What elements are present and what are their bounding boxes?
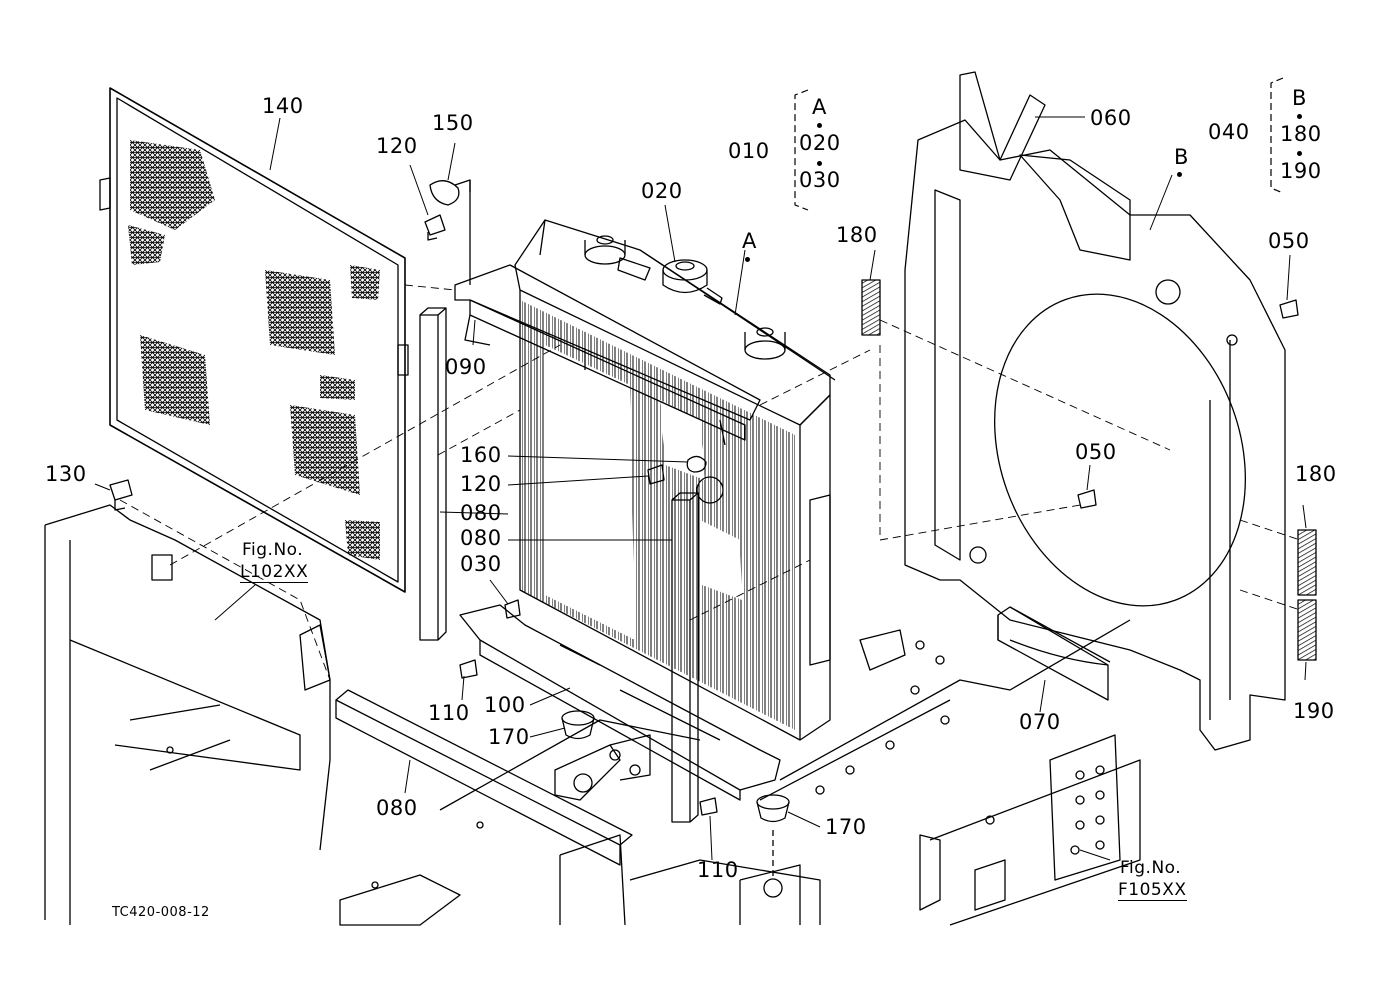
callout-120-top: 120 <box>376 134 418 158</box>
group-010-dot-1 <box>817 123 822 128</box>
callout-110-bottom: 110 <box>697 858 739 882</box>
callout-a-dot <box>745 257 750 262</box>
group-brackets <box>794 77 1284 211</box>
radiator-assembly <box>454 219 836 801</box>
alignment-lines <box>119 284 1301 681</box>
callout-080-b: 080 <box>460 526 502 550</box>
radiator-cap-020 <box>662 259 723 305</box>
fig-ref-l102xx-prefix: Fig.No. <box>242 540 304 560</box>
callout-170-right: 170 <box>825 815 867 839</box>
callout-030: 030 <box>460 552 502 576</box>
callout-050-right: 050 <box>1268 229 1310 253</box>
group-010-item-a: A <box>812 95 827 119</box>
small-hardware <box>109 179 790 880</box>
callout-b: B <box>1174 145 1189 169</box>
callout-080-a: 080 <box>460 501 502 525</box>
callout-100: 100 <box>484 693 526 717</box>
callout-a: A <box>742 229 757 253</box>
screen-panel-140 <box>99 87 409 593</box>
group-040-number: 040 <box>1208 120 1250 144</box>
leader-lines <box>94 116 1307 861</box>
fig-ref-f105xx-prefix: Fig.No. <box>1120 858 1182 878</box>
group-040-item-190: 190 <box>1280 159 1322 183</box>
bar-080-bottom <box>335 689 633 866</box>
callout-070: 070 <box>1019 710 1061 734</box>
fig-ref-f105xx-code[interactable]: F105XX <box>1118 880 1187 901</box>
group-040-item-180: 180 <box>1280 122 1322 146</box>
bar-080-left <box>419 307 447 641</box>
decal-180-right <box>1297 529 1317 596</box>
callout-130: 130 <box>45 462 87 486</box>
group-010-item-020: 020 <box>799 131 841 155</box>
fig-ref-l102-leader <box>214 584 256 621</box>
callout-b-dot <box>1177 172 1182 177</box>
callout-110-left: 110 <box>428 701 470 725</box>
group-040-item-b: B <box>1292 86 1307 110</box>
callout-180-right: 180 <box>1295 462 1337 486</box>
callout-050-center: 050 <box>1075 440 1117 464</box>
callout-170-left: 170 <box>488 725 530 749</box>
group-010-dot-2 <box>817 161 822 166</box>
fan-shroud <box>904 71 1299 751</box>
callout-140: 140 <box>262 94 304 118</box>
callout-080-bottom: 080 <box>376 796 418 820</box>
callout-020: 020 <box>641 179 683 203</box>
group-010-item-030: 030 <box>799 168 841 192</box>
cushion-070 <box>997 606 1111 701</box>
callout-090: 090 <box>445 355 487 379</box>
group-040-dot-1 <box>1297 114 1302 119</box>
drawing-code: TC420-008-12 <box>112 905 210 920</box>
fig-ref-l102xx-code[interactable]: L102XX <box>240 562 309 583</box>
callout-150: 150 <box>432 111 474 135</box>
callout-180-top: 180 <box>836 223 878 247</box>
group-010-number: 010 <box>728 139 770 163</box>
callout-060: 060 <box>1090 106 1132 130</box>
chassis-frame <box>44 504 1141 926</box>
decal-180-top <box>861 279 881 336</box>
callout-120-mid: 120 <box>460 472 502 496</box>
group-040-dot-2 <box>1297 151 1302 156</box>
decal-190 <box>1297 599 1317 661</box>
callout-160: 160 <box>460 443 502 467</box>
callout-190: 190 <box>1293 699 1335 723</box>
